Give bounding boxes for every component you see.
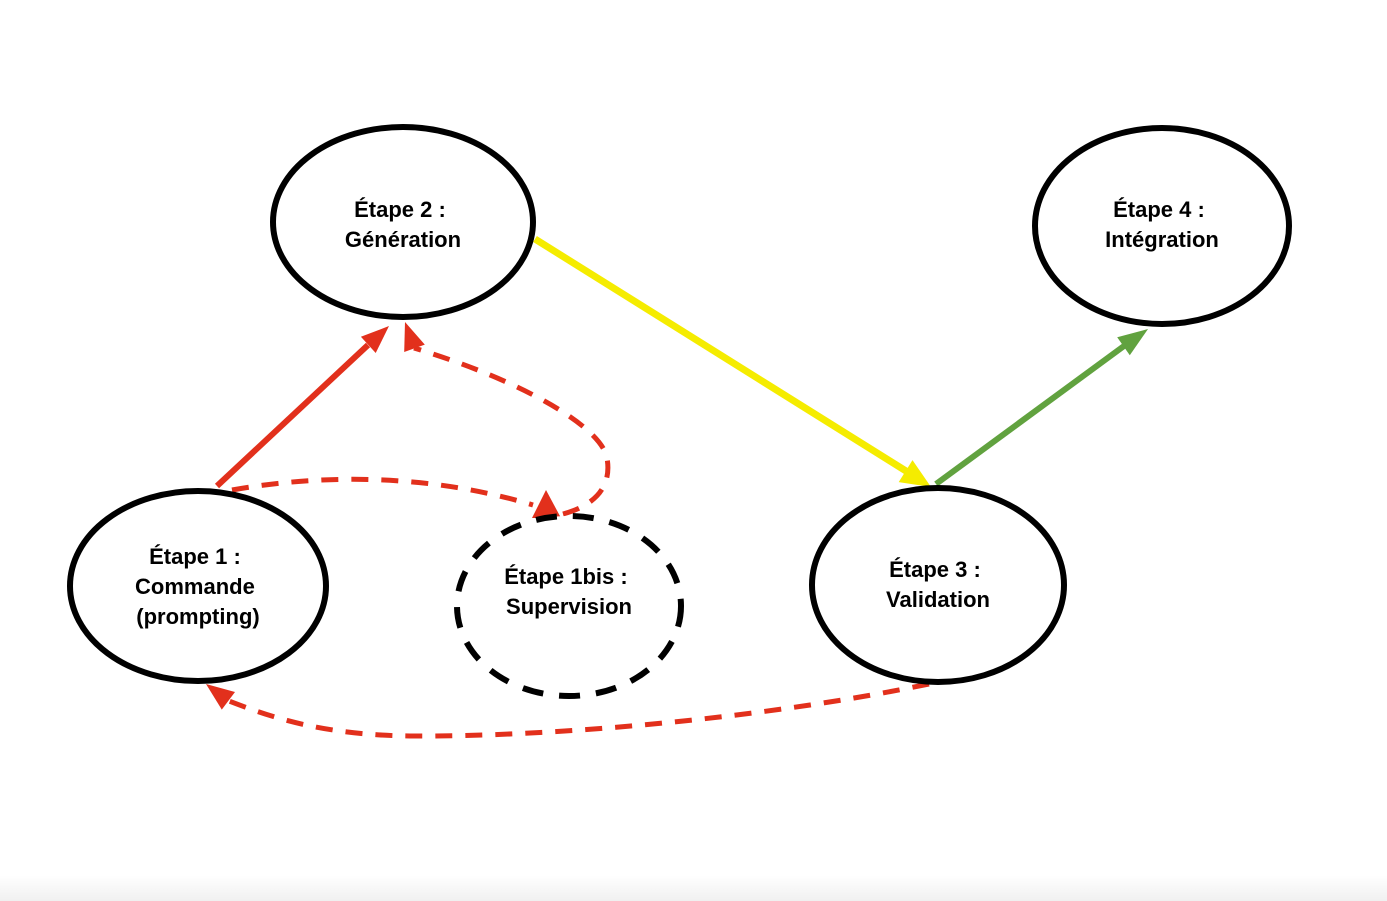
node-etape2-ellipse bbox=[270, 124, 536, 320]
node-etape1-ellipse bbox=[67, 488, 329, 684]
node-etape2-label-line2: Génération bbox=[345, 227, 461, 252]
edge-etape1-to-etape2 bbox=[214, 326, 389, 489]
node-etape2: Étape 2 : Génération bbox=[270, 124, 536, 320]
node-etape4-label: Étape 4 : Intégration bbox=[1105, 197, 1219, 252]
node-etape4: Étape 4 : Intégration bbox=[1032, 125, 1292, 327]
node-etape1bis-label: Étape 1bis : Supervision bbox=[504, 564, 634, 619]
edge-etape3-etape4-line bbox=[934, 343, 1126, 487]
node-etape1bis-label-line1: Étape 1bis : bbox=[504, 564, 627, 589]
edge-etape3-to-etape1 bbox=[206, 681, 930, 739]
edge-etape3-etape1-arrowhead-icon bbox=[206, 684, 235, 710]
node-etape4-ellipse bbox=[1032, 125, 1292, 327]
node-etape4-label-line2: Intégration bbox=[1105, 227, 1219, 252]
node-etape2-label-line1: Étape 2 : bbox=[354, 197, 446, 222]
edge-etape1-etape2-line bbox=[214, 342, 371, 489]
edge-etape3-etape4-arrowhead-icon bbox=[1117, 329, 1148, 356]
edge-etape3-etape1-line bbox=[228, 681, 930, 739]
edge-etape2-to-etape3 bbox=[533, 236, 931, 487]
node-etape3-label: Étape 3 : Validation bbox=[886, 557, 990, 612]
node-etape4-label-line1: Étape 4 : bbox=[1113, 197, 1205, 222]
node-etape1-label: Étape 1 : Commande (prompting) bbox=[135, 544, 261, 629]
node-etape1bis: Étape 1bis : Supervision bbox=[454, 513, 684, 699]
node-etape1bis-ellipse bbox=[454, 513, 684, 699]
edge-etape1bis-etape2-arrowhead-icon bbox=[404, 322, 425, 352]
edge-etape3-to-etape4 bbox=[934, 329, 1148, 487]
node-etape1-label-line2: Commande bbox=[135, 574, 255, 599]
node-etape1: Étape 1 : Commande (prompting) bbox=[67, 488, 329, 684]
node-etape1-label-line1: Étape 1 : bbox=[149, 544, 241, 569]
edge-etape1bis-etape2-line bbox=[413, 345, 611, 517]
edge-etape2-etape3-arrowhead-icon bbox=[898, 460, 931, 487]
edge-etape2-etape3-line bbox=[533, 236, 908, 474]
edge-etape1-etape2-arrowhead-icon bbox=[360, 326, 389, 353]
node-etape3-ellipse bbox=[809, 485, 1067, 685]
edge-etape1-etape1bis-line bbox=[231, 476, 534, 508]
node-etape3: Étape 3 : Validation bbox=[809, 485, 1067, 685]
node-etape2-label: Étape 2 : Génération bbox=[345, 197, 461, 252]
node-etape3-label-line2: Validation bbox=[886, 587, 990, 612]
edge-etape1bis-to-etape2 bbox=[404, 322, 611, 517]
node-etape1bis-label-line2: Supervision bbox=[506, 594, 632, 619]
node-etape3-label-line1: Étape 3 : bbox=[889, 557, 981, 582]
edge-etape1-etape1bis-arrowhead-icon bbox=[532, 490, 561, 518]
edge-etape1-to-etape1bis bbox=[231, 476, 561, 518]
node-etape1-label-line3: (prompting) bbox=[136, 604, 259, 629]
